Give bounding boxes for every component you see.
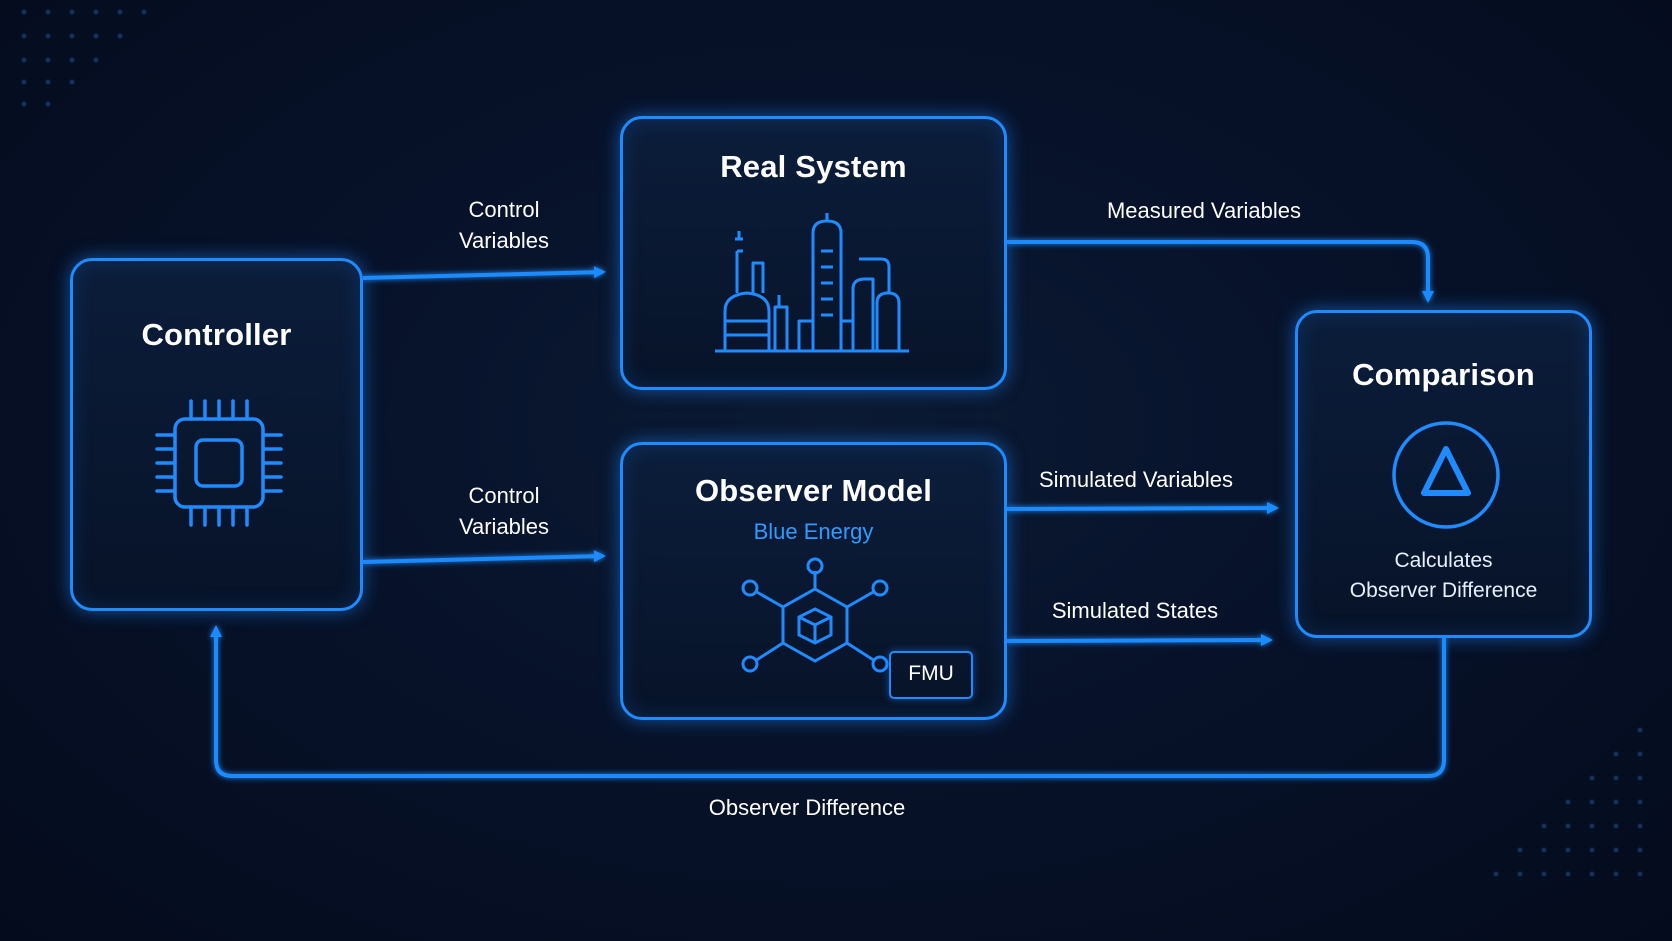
comparison-description-line1: Calculates [1394,549,1493,572]
controller-title: Controller [141,317,292,352]
edge-label-simulated-states: Simulated States [1051,598,1219,623]
decorative-dots [21,9,1643,877]
edge-label-control-variables-top: Control Variables [434,194,574,256]
observer-model-node[interactable]: Observer Model Blue Energy FMU [620,442,1007,720]
edge-label-line: Variables [458,514,550,539]
edge-label-measured-variables: Measured Variables [1106,198,1302,223]
industrial-plant-icon [715,213,909,353]
arrow-controller-to-real-system [362,266,606,280]
arrow-observer-difference-feedback [210,625,1446,778]
edge-label-line: Control [468,197,540,222]
comparison-title: Comparison [1352,357,1535,392]
real-system-node[interactable]: Real System [620,116,1007,390]
comparison-node[interactable]: Comparison Calculates Observer Differenc… [1295,310,1592,638]
controller-node[interactable]: Controller [70,258,363,611]
observer-model-subtitle: Blue Energy [753,519,874,544]
comparison-description-line2: Observer Difference [1349,579,1538,602]
arrow-measured-variables [1007,240,1434,303]
edge-label-line: Variables [458,228,550,253]
real-system-title: Real System [720,149,907,184]
cube-network-icon [741,557,889,673]
cpu-chip-icon [155,399,283,527]
arrow-controller-to-observer-model [362,550,606,564]
delta-icon [1392,421,1500,529]
edge-label-line: Control [468,483,540,508]
observer-model-title: Observer Model [694,473,933,508]
edge-label-simulated-variables: Simulated Variables [1038,467,1234,492]
arrow-simulated-states [1006,634,1273,647]
fmu-badge: FMU [889,651,973,699]
arrow-simulated-variables [1006,502,1279,515]
edge-label-observer-difference: Observer Difference [708,795,906,820]
edge-label-control-variables-bottom: Control Variables [434,480,574,542]
